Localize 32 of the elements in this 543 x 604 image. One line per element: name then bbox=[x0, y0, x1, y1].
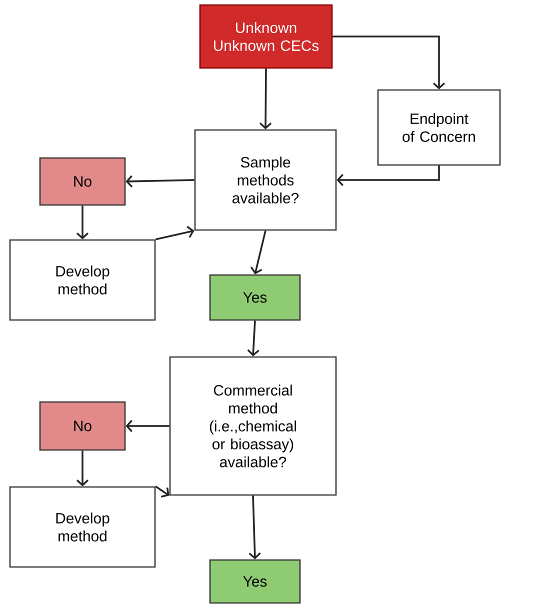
arrow bbox=[155, 226, 194, 240]
node-label: Yes bbox=[243, 576, 267, 587]
node-label: Yes bbox=[243, 292, 267, 303]
process-box bbox=[169, 356, 337, 496]
arrow bbox=[250, 230, 266, 274]
arrow bbox=[259, 68, 272, 130]
no-box bbox=[39, 401, 126, 451]
arrow bbox=[155, 486, 170, 498]
node-label: Develop method bbox=[56, 512, 110, 542]
yes-box bbox=[209, 559, 301, 604]
node-label: Sample methods available? bbox=[232, 156, 299, 204]
arrow bbox=[126, 420, 170, 432]
node-label: No bbox=[74, 420, 92, 432]
node-label: Commercial method (i.e.,chemical or bioassay) available? bbox=[210, 384, 296, 468]
yes-box bbox=[209, 274, 301, 321]
node-label: Endpoint of Concern bbox=[402, 113, 475, 142]
process-box bbox=[9, 486, 156, 568]
arrow bbox=[248, 496, 261, 560]
node-label: No bbox=[74, 176, 92, 187]
process-box bbox=[199, 4, 333, 69]
arrow bbox=[126, 175, 194, 188]
process-box bbox=[377, 89, 501, 166]
arrow bbox=[336, 166, 440, 186]
arrow bbox=[76, 450, 89, 486]
process-box bbox=[194, 129, 337, 231]
arrow bbox=[247, 320, 260, 356]
process-box bbox=[9, 239, 156, 321]
node-label: Unknown Unknown CECs bbox=[214, 22, 319, 51]
node-label: Develop method bbox=[56, 266, 110, 294]
arrow bbox=[76, 206, 89, 240]
no-box bbox=[39, 157, 126, 206]
arrow bbox=[332, 36, 446, 90]
